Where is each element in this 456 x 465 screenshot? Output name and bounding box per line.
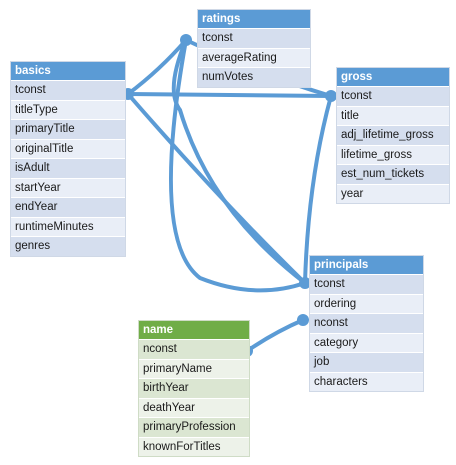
table-principals: principals tconst ordering nconst catego… (309, 255, 424, 392)
field-lifetime-gross: lifetime_gross (337, 144, 449, 164)
connector-dot-ratings-tconst (180, 34, 192, 46)
field-title: title (337, 105, 449, 125)
field-knownfortitles: knownForTitles (139, 436, 249, 456)
field-deathyear: deathYear (139, 397, 249, 417)
field-nconst: nconst (139, 339, 249, 359)
field-runtimeminutes: runtimeMinutes (11, 216, 125, 236)
link-ratings-principals-a (168, 38, 307, 293)
table-header: gross (337, 68, 449, 86)
field-category: category (310, 332, 423, 352)
field-adj-lifetime-gross: adj_lifetime_gross (337, 125, 449, 145)
field-genres: genres (11, 236, 125, 256)
field-job: job (310, 352, 423, 372)
table-ratings: ratings tconst averageRating numVotes (197, 9, 311, 88)
table-header: basics (11, 62, 125, 80)
connector-dot-principals-nconst (297, 314, 309, 326)
field-nconst: nconst (310, 313, 423, 333)
field-numvotes: numVotes (198, 67, 310, 87)
connector-dot-gross-tconst (325, 90, 337, 102)
field-titletype: titleType (11, 99, 125, 119)
field-characters: characters (310, 371, 423, 391)
table-basics: basics tconst titleType primaryTitle ori… (10, 61, 126, 257)
link-name-principals (245, 318, 305, 353)
field-tconst: tconst (337, 86, 449, 106)
table-name: name nconst primaryName birthYear deathY… (138, 320, 250, 457)
field-birthyear: birthYear (139, 378, 249, 398)
field-ordering: ordering (310, 293, 423, 313)
table-header: name (139, 321, 249, 339)
field-primaryname: primaryName (139, 358, 249, 378)
field-year: year (337, 183, 449, 203)
link-basics-ratings (126, 38, 188, 96)
table-gross: gross tconst title adj_lifetime_gross li… (336, 67, 450, 204)
field-isadult: isAdult (11, 158, 125, 178)
connector-dot-principals-tconst (299, 277, 311, 289)
field-est-num-tickets: est_num_tickets (337, 164, 449, 184)
link-gross-principals (303, 94, 333, 285)
link-basics-gross (126, 92, 333, 98)
field-primarytitle: primaryTitle (11, 119, 125, 139)
table-header: ratings (198, 10, 310, 28)
field-endyear: endYear (11, 197, 125, 217)
field-tconst: tconst (198, 28, 310, 48)
field-tconst: tconst (310, 274, 423, 294)
link-ratings-principals-b (171, 38, 307, 285)
field-startyear: startYear (11, 177, 125, 197)
field-averagerating: averageRating (198, 47, 310, 67)
field-originaltitle: originalTitle (11, 138, 125, 158)
field-primaryprofession: primaryProfession (139, 417, 249, 437)
table-header: principals (310, 256, 423, 274)
field-tconst: tconst (11, 80, 125, 100)
